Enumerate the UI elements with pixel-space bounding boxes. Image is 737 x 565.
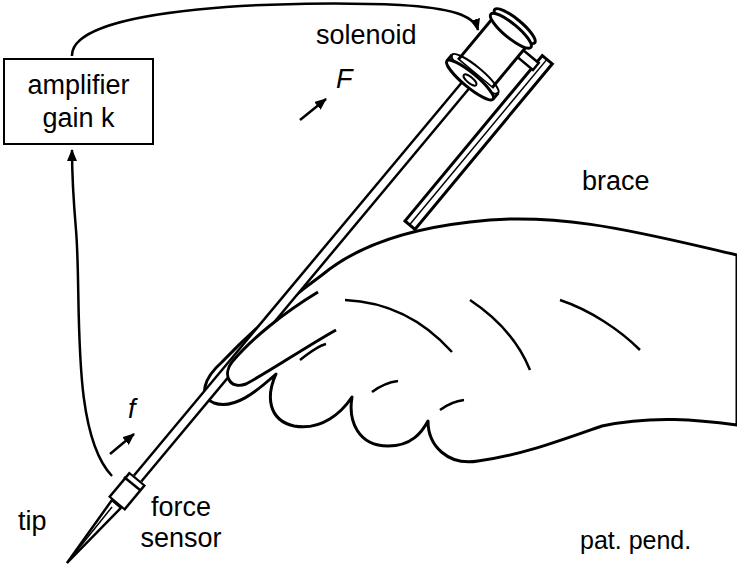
label-box: f	[128, 394, 136, 425]
part-label: pat. pend.	[580, 526, 691, 554]
force-arrow	[300, 99, 326, 120]
label-box: solenoid	[316, 20, 417, 51]
tip-cone	[67, 500, 121, 563]
hand-crease	[300, 300, 640, 410]
finger	[228, 292, 336, 385]
label-box: tip	[18, 506, 47, 537]
rod	[138, 80, 470, 479]
part-label: force sensor	[126, 492, 236, 554]
label-box: pat. pend.	[580, 526, 691, 555]
solenoid-body	[442, 2, 542, 105]
signal-wire	[72, 150, 112, 476]
text-group: amplifier gain k	[5, 69, 152, 134]
amplifier-box: amplifier gain k	[3, 58, 154, 145]
node-label: amplifier gain k	[5, 69, 152, 134]
signal-wire	[72, 3, 478, 56]
brace-bar	[390, 43, 553, 230]
part-label: tip	[18, 506, 47, 536]
force-arrow	[110, 434, 134, 454]
rod-inner	[138, 80, 470, 479]
part-label: solenoid	[316, 20, 417, 50]
force-sensor-collar	[117, 479, 138, 504]
part-label: brace	[582, 166, 650, 196]
label-box: F	[336, 64, 353, 95]
part-label: F	[336, 64, 353, 94]
label-box: brace	[582, 166, 650, 197]
part-label: f	[128, 394, 136, 424]
collar-ring	[124, 477, 140, 490]
label-box: force sensor	[126, 492, 236, 554]
tip-shade	[67, 507, 112, 563]
hand	[205, 219, 737, 462]
